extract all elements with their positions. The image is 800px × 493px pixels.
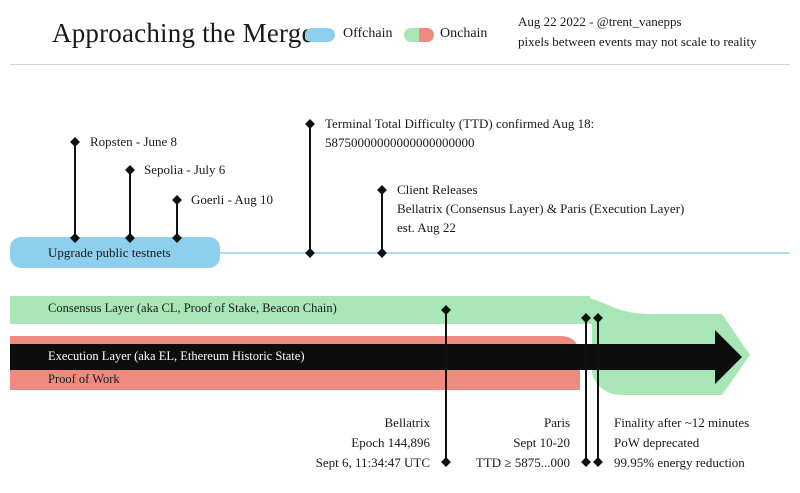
offchain-legend-label: Offchain xyxy=(343,26,393,41)
testnets-bar xyxy=(10,237,220,268)
finality-marker xyxy=(593,313,603,467)
onchain-legend-label: Onchain xyxy=(440,26,488,41)
paris-ttd: TTD ≥ 5875...000 xyxy=(475,455,570,470)
paris-date: Sept 10-20 xyxy=(513,435,570,450)
goerli-marker xyxy=(172,195,182,243)
scale-note: pixels between events may not scale to r… xyxy=(518,34,757,49)
bellatrix-epoch: Epoch 144,896 xyxy=(351,435,430,450)
client-releases-line2: Bellatrix (Consensus Layer) & Paris (Exe… xyxy=(397,201,685,216)
onchain-legend-swatch xyxy=(404,28,434,42)
paris-marker xyxy=(581,313,591,467)
execution-layer-label: Execution Layer (aka EL, Ethereum Histor… xyxy=(48,349,305,363)
sepolia-marker xyxy=(125,165,135,243)
paris-name: Paris xyxy=(544,415,570,430)
goerli-label: Goerli - Aug 10 xyxy=(191,192,273,207)
finality-line2: PoW deprecated xyxy=(614,435,700,450)
bellatrix-name: Bellatrix xyxy=(384,415,431,430)
page-title: Approaching the Merge xyxy=(52,18,314,48)
header-divider xyxy=(10,64,790,65)
proof-of-work-label: Proof of Work xyxy=(48,372,120,386)
sepolia-label: Sepolia - July 6 xyxy=(144,162,226,177)
finality-line1: Finality after ~12 minutes xyxy=(614,415,750,430)
client-releases-marker xyxy=(377,185,387,258)
finality-line3: 99.95% energy reduction xyxy=(614,455,745,470)
client-releases-line3: est. Aug 22 xyxy=(397,220,456,235)
ttd-label-line1: Terminal Total Difficulty (TTD) confirme… xyxy=(325,116,595,131)
testnets-bar-label: Upgrade public testnets xyxy=(48,245,171,260)
bellatrix-date: Sept 6, 11:34:47 UTC xyxy=(315,455,430,470)
bellatrix-marker xyxy=(441,305,451,467)
offchain-legend-swatch xyxy=(305,28,335,42)
ropsten-marker xyxy=(70,137,80,243)
execution-layer-arrow xyxy=(10,330,742,384)
client-releases-line1: Client Releases xyxy=(397,182,478,197)
consensus-layer-label: Consensus Layer (aka CL, Proof of Stake,… xyxy=(48,301,337,315)
ropsten-label: Ropsten - June 8 xyxy=(90,134,178,149)
credit-text: Aug 22 2022 - @trent_vanepps xyxy=(518,14,682,29)
ttd-label-line2: 58750000000000000000000 xyxy=(325,135,475,150)
ttd-marker xyxy=(305,119,315,258)
